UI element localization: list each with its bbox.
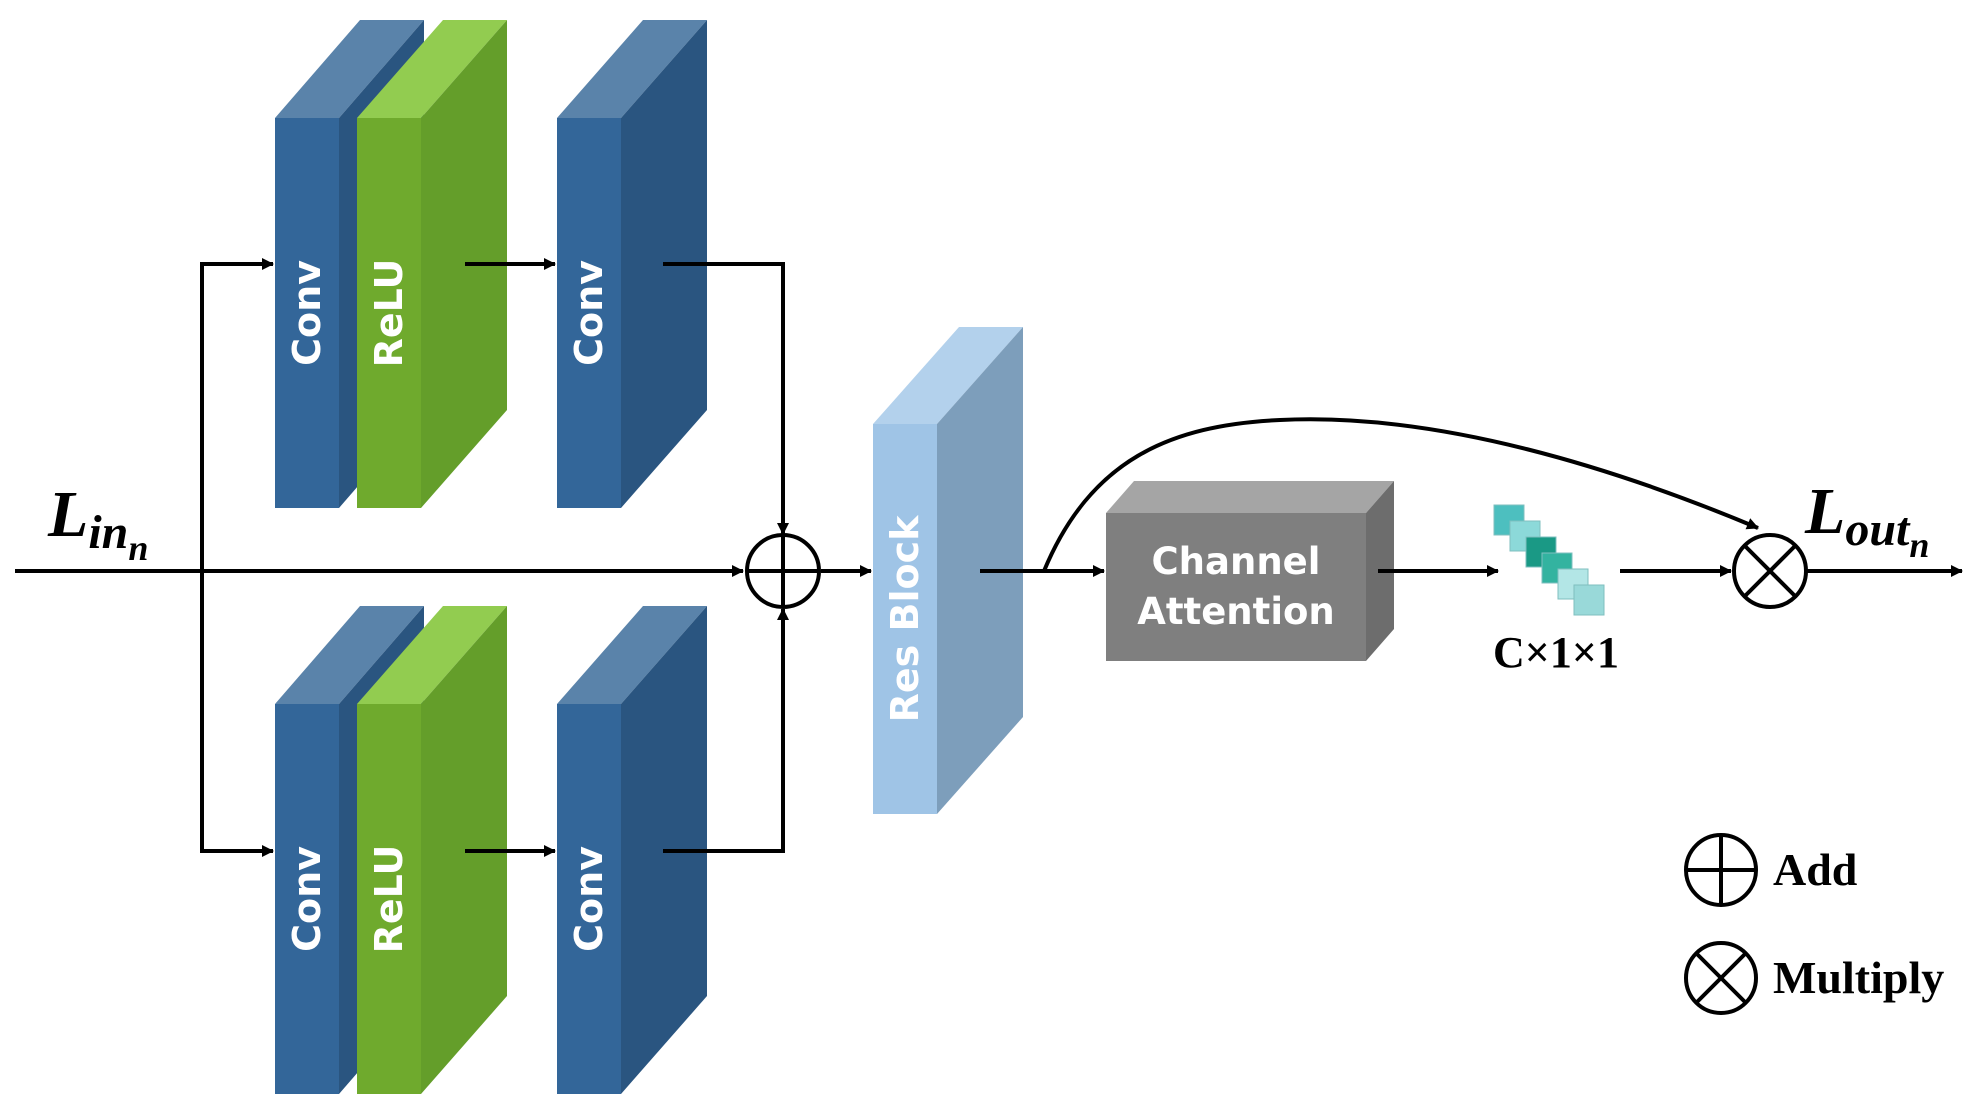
top-branch-relu-block: ReLU [357,20,507,508]
add-node [745,533,821,609]
bottom-relu-top-face [357,606,507,704]
input-label-sub: in [88,506,128,559]
input-label-main: L [47,478,88,551]
top-branch-conv2-block: Conv [557,20,707,508]
bottom-relu-side-face [421,606,507,1094]
bottom-relu-label: ReLU [367,845,411,954]
output-label: Loutn [1804,475,1929,565]
legend-add-icon [1684,833,1758,907]
attention-vector-stack [1493,504,1605,616]
output-label-main: L [1804,475,1845,548]
legend-multiply-label: Multiply [1773,952,1944,1003]
res-block: Res Block [873,327,1023,814]
bottom-conv2-label: Conv [567,846,611,952]
bottom-conv1-top-face [275,606,424,704]
channel-attention-label-line1: Channel [1152,540,1321,583]
bottom-conv1-label: Conv [285,846,329,952]
attention-vector-dims-label: C×1×1 [1493,628,1619,677]
top-conv2-front-face [557,118,621,508]
top-conv2-label: Conv [567,260,611,366]
bottom-relu-front-face [357,704,421,1094]
output-label-sub: out [1845,503,1911,556]
bottom-conv2-front-face [557,704,621,1094]
legend-multiply-icon [1684,941,1758,1015]
skip-connection-curve [1042,417,1759,572]
channel-attention-top-face [1106,481,1394,513]
top-relu-front-face [357,118,421,508]
bottom-branch-to-add-arrow [663,608,789,853]
input-label-subsub: n [128,528,148,568]
legend: Add Multiply [1684,833,1944,1015]
legend-add-label: Add [1773,844,1858,895]
top-conv1-label: Conv [285,260,329,366]
res-block-label: Res Block [883,515,927,723]
input-label: Linn [47,478,148,568]
top-branch-to-add-arrow [663,262,789,535]
res-block-front-face [873,424,937,814]
channel-attention-label-line2: Attention [1137,590,1335,633]
top-conv1-top-face [275,20,424,118]
channel-attention-front-face [1106,513,1366,661]
top-conv2-top-face [557,20,707,118]
top-relu-top-face [357,20,507,118]
top-relu-label: ReLU [367,259,411,368]
channel-attention-block: Channel Attention [1106,481,1394,661]
top-relu-side-face [421,20,507,508]
multiply-node [1732,533,1808,609]
multiply-node-diag2 [1743,544,1797,598]
bottom-conv2-top-face [557,606,707,704]
bottom-branch-relu-block: ReLU [357,606,507,1094]
output-label-subsub: n [1909,525,1929,565]
bottom-conv1-front-face [275,704,339,1094]
top-conv1-front-face [275,118,339,508]
attention-vector-square [1573,584,1605,616]
res-block-top-face [873,327,1023,424]
